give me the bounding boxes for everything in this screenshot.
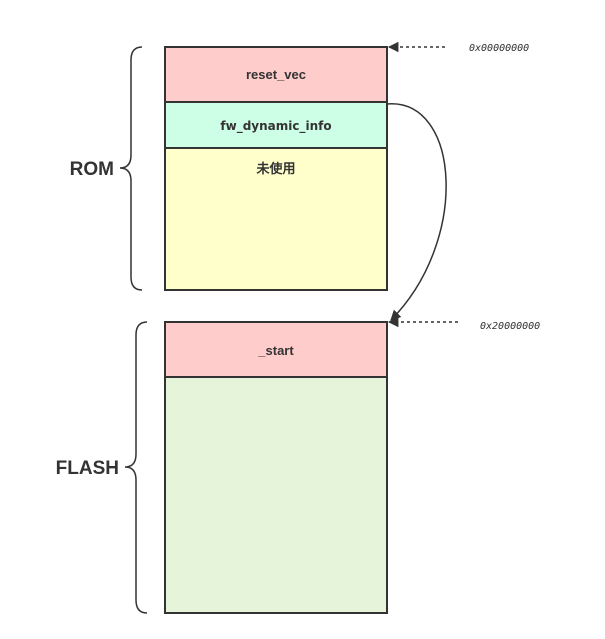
flash-block-start-label: _start [257, 343, 294, 358]
rom-block-unused-label: 未使用 [255, 161, 295, 176]
rom-region-label: ROM [70, 159, 114, 180]
rom-block-reset-vec-label: reset_vec [246, 67, 306, 82]
flash-region-label: FLASH [56, 458, 119, 479]
rom-block-unused [164, 147, 388, 291]
rom-region: reset_vec fw_dynamic_info 未使用 ROM 0x0000… [70, 41, 529, 291]
rom-block-fw-dynamic-info-label: fw_dynamic_info [220, 119, 331, 134]
flash-region: _start FLASH 0x20000000 [56, 316, 540, 614]
rom-brace [119, 46, 143, 291]
flash-block-start [164, 321, 388, 378]
flash-block-body [164, 376, 388, 614]
jump-arrow [386, 103, 447, 321]
rom-block-fw-dynamic-info [164, 101, 388, 149]
rom-address-label: 0x00000000 [469, 43, 529, 54]
flash-address-label: 0x20000000 [480, 321, 540, 332]
flash-brace [124, 321, 148, 614]
rom-block-reset-vec [164, 46, 388, 103]
